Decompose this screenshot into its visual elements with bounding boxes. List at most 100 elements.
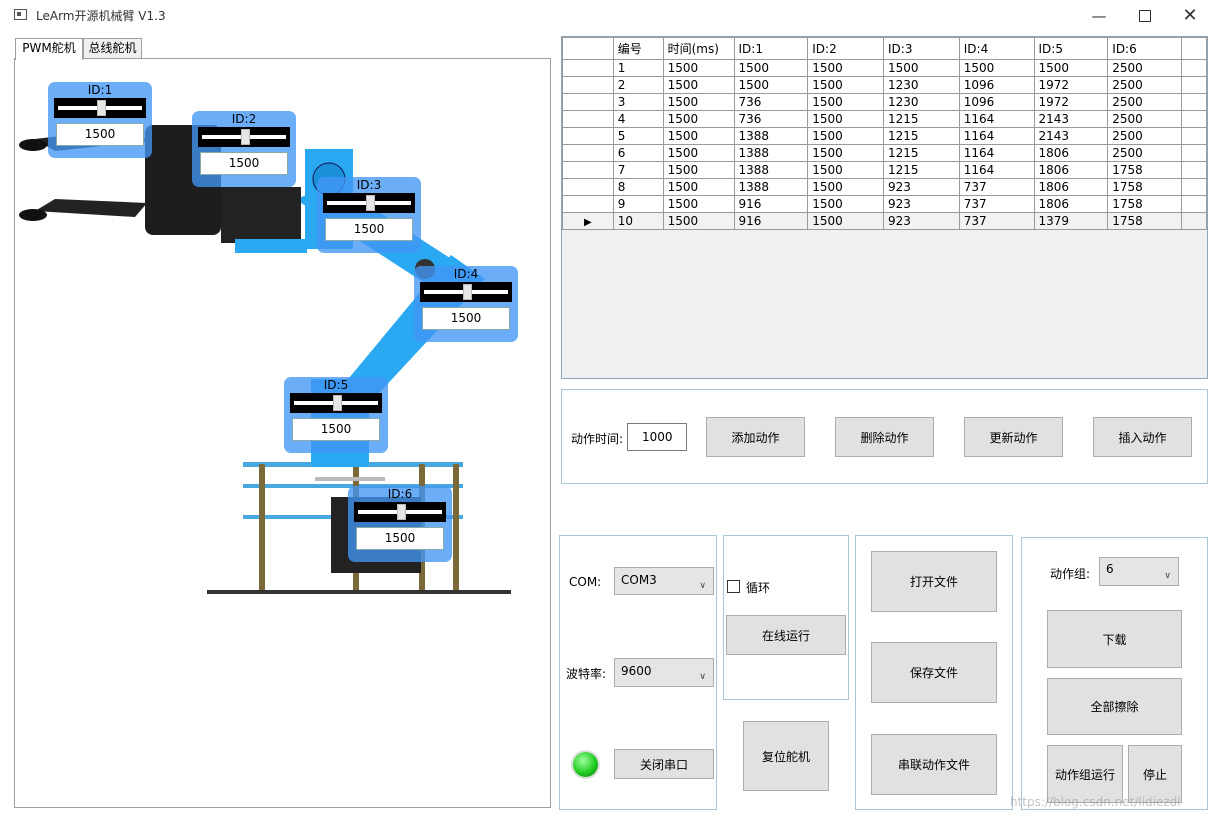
row-header[interactable] bbox=[562, 195, 614, 213]
table-cell[interactable]: 1500 bbox=[662, 195, 735, 213]
table-cell[interactable]: 1500 bbox=[733, 76, 809, 94]
table-cell[interactable]: 916 bbox=[733, 212, 809, 230]
table-cell[interactable]: 737 bbox=[958, 195, 1035, 213]
table-cell[interactable]: 1972 bbox=[1033, 93, 1109, 111]
table-cell[interactable]: 9 bbox=[612, 195, 664, 213]
servo-3-value-input[interactable]: 1500 bbox=[325, 218, 413, 241]
column-header[interactable]: ID:6 bbox=[1107, 37, 1183, 60]
table-cell[interactable]: 1500 bbox=[807, 161, 885, 179]
row-header[interactable] bbox=[562, 144, 614, 162]
save-file-button[interactable]: 保存文件 bbox=[871, 642, 997, 703]
row-header[interactable] bbox=[562, 59, 614, 77]
table-cell[interactable]: 1215 bbox=[883, 161, 960, 179]
table-cell[interactable]: 7 bbox=[612, 161, 664, 179]
action-group-select[interactable]: 6 ∨ bbox=[1099, 557, 1179, 586]
column-header[interactable]: ID:5 bbox=[1033, 37, 1109, 60]
table-cell[interactable]: 1500 bbox=[662, 212, 735, 230]
table-cell[interactable]: 1500 bbox=[958, 59, 1035, 77]
table-cell[interactable]: 736 bbox=[733, 93, 809, 111]
servo-6-value-input[interactable]: 1500 bbox=[356, 527, 444, 550]
table-cell[interactable]: 1388 bbox=[733, 178, 809, 196]
maximize-button[interactable] bbox=[1122, 0, 1168, 31]
update-action-button[interactable]: 更新动作 bbox=[964, 417, 1063, 457]
table-cell[interactable]: 923 bbox=[883, 178, 960, 196]
servo-5-slider[interactable] bbox=[290, 393, 382, 413]
table-cell[interactable]: 2500 bbox=[1107, 59, 1183, 77]
com-port-select[interactable]: COM3 ∨ bbox=[614, 567, 714, 595]
baud-rate-select[interactable]: 9600 ∨ bbox=[614, 658, 714, 687]
row-header[interactable] bbox=[562, 161, 614, 179]
table-cell[interactable]: 1758 bbox=[1107, 212, 1183, 230]
table-cell[interactable]: 8 bbox=[612, 178, 664, 196]
table-cell[interactable]: 1164 bbox=[958, 144, 1035, 162]
servo-2-value-input[interactable]: 1500 bbox=[200, 152, 288, 175]
row-header[interactable] bbox=[562, 76, 614, 94]
tab-bus-servo[interactable]: 总线舵机 bbox=[83, 38, 142, 59]
open-file-button[interactable]: 打开文件 bbox=[871, 551, 997, 612]
row-header[interactable] bbox=[562, 110, 614, 128]
table-cell[interactable]: 736 bbox=[733, 110, 809, 128]
column-header[interactable]: ID:4 bbox=[958, 37, 1035, 60]
tab-pwm-servo[interactable]: PWM舵机 bbox=[15, 38, 83, 60]
table-cell[interactable]: 1388 bbox=[733, 127, 809, 145]
table-cell[interactable]: 2500 bbox=[1107, 127, 1183, 145]
table-cell[interactable]: 1500 bbox=[807, 195, 885, 213]
table-cell[interactable]: 1379 bbox=[1033, 212, 1109, 230]
table-cell[interactable]: 1230 bbox=[883, 93, 960, 111]
table-cell[interactable]: 1164 bbox=[958, 161, 1035, 179]
table-cell[interactable]: 1500 bbox=[807, 178, 885, 196]
table-cell[interactable]: 1388 bbox=[733, 161, 809, 179]
table-cell[interactable]: 1500 bbox=[662, 127, 735, 145]
table-cell[interactable]: 2500 bbox=[1107, 110, 1183, 128]
add-action-button[interactable]: 添加动作 bbox=[706, 417, 805, 457]
table-cell[interactable]: 1096 bbox=[958, 93, 1035, 111]
table-cell[interactable]: 3 bbox=[612, 93, 664, 111]
concat-action-files-button[interactable]: 串联动作文件 bbox=[871, 734, 997, 795]
close-button[interactable]: ✕ bbox=[1167, 0, 1213, 31]
table-cell[interactable]: 1806 bbox=[1033, 144, 1109, 162]
online-run-button[interactable]: 在线运行 bbox=[726, 615, 846, 655]
minimize-button[interactable]: — bbox=[1076, 0, 1122, 31]
column-header[interactable]: ID:3 bbox=[883, 37, 960, 60]
table-cell[interactable]: 1500 bbox=[807, 212, 885, 230]
table-cell[interactable]: 737 bbox=[958, 212, 1035, 230]
action-time-input[interactable]: 1000 bbox=[627, 423, 687, 451]
servo-4-value-input[interactable]: 1500 bbox=[422, 307, 510, 330]
servo-4-slider[interactable] bbox=[420, 282, 512, 302]
table-cell[interactable]: 1215 bbox=[883, 127, 960, 145]
table-cell[interactable]: 737 bbox=[958, 178, 1035, 196]
close-serial-button[interactable]: 关闭串口 bbox=[614, 749, 714, 779]
reset-servos-button[interactable]: 复位舵机 bbox=[743, 721, 829, 791]
table-cell[interactable]: 4 bbox=[612, 110, 664, 128]
servo-5-value-input[interactable]: 1500 bbox=[292, 418, 380, 441]
table-cell[interactable]: 1758 bbox=[1107, 178, 1183, 196]
row-header[interactable] bbox=[562, 178, 614, 196]
table-cell[interactable]: 5 bbox=[612, 127, 664, 145]
servo-6-slider-thumb[interactable] bbox=[397, 504, 406, 520]
table-cell[interactable]: 1500 bbox=[662, 93, 735, 111]
servo-1-slider[interactable] bbox=[54, 98, 146, 118]
table-cell[interactable]: 1972 bbox=[1033, 76, 1109, 94]
row-header[interactable]: ▶ bbox=[562, 212, 614, 230]
table-cell[interactable]: 1806 bbox=[1033, 178, 1109, 196]
table-cell[interactable]: 1096 bbox=[958, 76, 1035, 94]
column-header[interactable]: 编号 bbox=[612, 37, 664, 60]
table-cell[interactable]: 1500 bbox=[807, 76, 885, 94]
table-cell[interactable]: 1500 bbox=[807, 144, 885, 162]
delete-action-button[interactable]: 删除动作 bbox=[835, 417, 934, 457]
loop-checkbox[interactable] bbox=[727, 580, 740, 593]
table-cell[interactable]: 10 bbox=[612, 212, 664, 230]
table-cell[interactable]: 2500 bbox=[1107, 76, 1183, 94]
servo-5-slider-thumb[interactable] bbox=[333, 395, 342, 411]
table-cell[interactable]: 2143 bbox=[1033, 127, 1109, 145]
row-header[interactable] bbox=[562, 127, 614, 145]
table-cell[interactable]: 1164 bbox=[958, 110, 1035, 128]
servo-1-value-input[interactable]: 1500 bbox=[56, 123, 144, 146]
servo-2-slider[interactable] bbox=[198, 127, 290, 147]
table-cell[interactable]: 1500 bbox=[807, 127, 885, 145]
servo-1-slider-thumb[interactable] bbox=[97, 100, 106, 116]
table-cell[interactable]: 1164 bbox=[958, 127, 1035, 145]
